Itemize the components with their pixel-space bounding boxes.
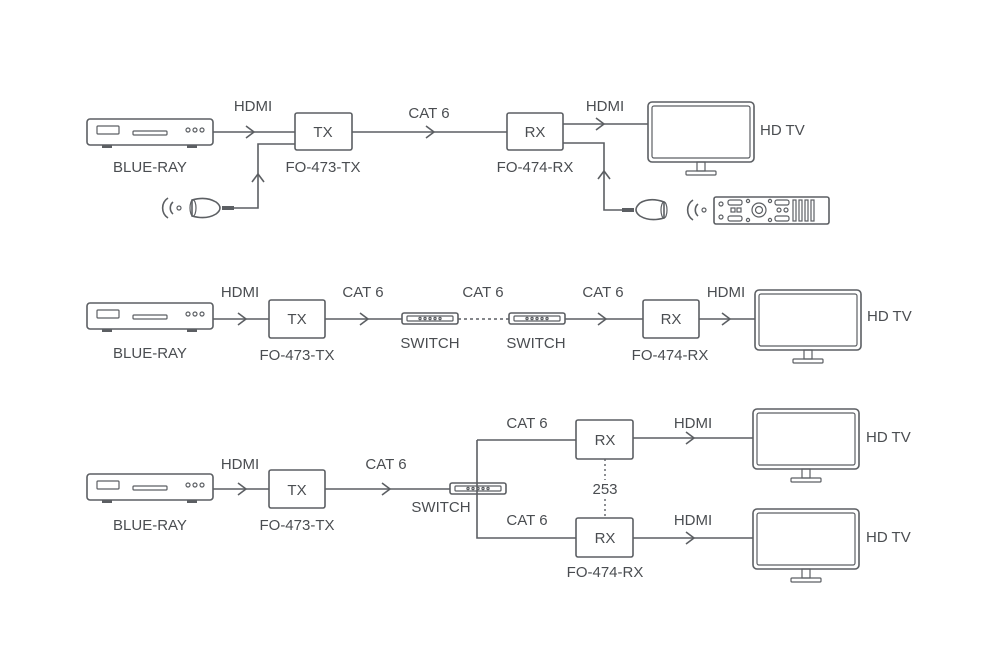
rx-label: RX xyxy=(595,530,616,547)
cat6-label: CAT 6 xyxy=(506,415,547,432)
switch-icon xyxy=(508,312,566,325)
scenario-2: BLUE-RAY HDMI TX FO-473-TX CAT 6 SWITCH … xyxy=(86,284,912,364)
rx-model-label: FO-474-RX xyxy=(567,564,644,581)
hdmi-label: HDMI xyxy=(707,284,745,301)
display-label: HD TV xyxy=(867,308,912,325)
hdtv-icon xyxy=(754,289,862,364)
cat6-label: CAT 6 xyxy=(408,105,449,122)
cat6-label: CAT 6 xyxy=(365,456,406,473)
scenario-1: BLUE-RAY HDMI TX FO-473-TX CAT 6 RX FO-4… xyxy=(86,98,830,225)
cat6-label: CAT 6 xyxy=(462,284,503,301)
tx-model-label: FO-473-TX xyxy=(259,517,334,534)
cat6-cable xyxy=(476,440,576,539)
hdmi-label: HDMI xyxy=(221,284,259,301)
ir-emitter-icon xyxy=(622,198,668,221)
rx-box xyxy=(506,112,564,151)
hdmi-label: HDMI xyxy=(586,98,624,115)
source-label: BLUE-RAY xyxy=(113,159,187,176)
hdtv-icon xyxy=(752,408,860,483)
switch-icon xyxy=(449,482,507,495)
hdmi-label: HDMI xyxy=(221,456,259,473)
ir-cable xyxy=(563,142,624,211)
ir-waves-icon xyxy=(161,197,182,219)
display-label: HD TV xyxy=(760,122,805,139)
switch-label: SWITCH xyxy=(400,335,459,352)
switch-label: SWITCH xyxy=(506,335,565,352)
ir-receiver-icon xyxy=(189,197,234,219)
tx-label: TX xyxy=(287,482,306,499)
rx-model-label: FO-474-RX xyxy=(632,347,709,364)
rx-label: RX xyxy=(525,124,546,141)
cat6-label: CAT 6 xyxy=(582,284,623,301)
cat6-label: CAT 6 xyxy=(506,512,547,529)
tx-model-label: FO-473-TX xyxy=(285,159,360,176)
rx-model-label: FO-474-RX xyxy=(497,159,574,176)
hdmi-label: HDMI xyxy=(674,512,712,529)
tx-label: TX xyxy=(313,124,332,141)
display-label: HD TV xyxy=(866,529,911,546)
ir-cable xyxy=(232,143,295,209)
bluray-player-icon xyxy=(86,473,214,504)
hdtv-icon xyxy=(752,508,860,583)
tx-label: TX xyxy=(287,311,306,328)
bluray-player-icon xyxy=(86,118,214,149)
receiver-count-label: 253 xyxy=(592,481,617,498)
tx-model-label: FO-473-TX xyxy=(259,347,334,364)
cat6-label: CAT 6 xyxy=(342,284,383,301)
rx-label: RX xyxy=(595,432,616,449)
source-label: BLUE-RAY xyxy=(113,345,187,362)
hdtv-icon xyxy=(647,101,755,176)
hdmi-label: HDMI xyxy=(674,415,712,432)
switch-label: SWITCH xyxy=(411,499,470,516)
hdmi-label: HDMI xyxy=(234,98,272,115)
source-label: BLUE-RAY xyxy=(113,517,187,534)
scenario-3: BLUE-RAY HDMI TX FO-473-TX CAT 6 SWITCH … xyxy=(86,408,911,583)
rx-label: RX xyxy=(661,311,682,328)
switch-icon xyxy=(401,312,459,325)
remote-control-icon xyxy=(713,196,830,225)
ir-waves-icon xyxy=(686,199,707,221)
bluray-player-icon xyxy=(86,302,214,333)
display-label: HD TV xyxy=(866,429,911,446)
